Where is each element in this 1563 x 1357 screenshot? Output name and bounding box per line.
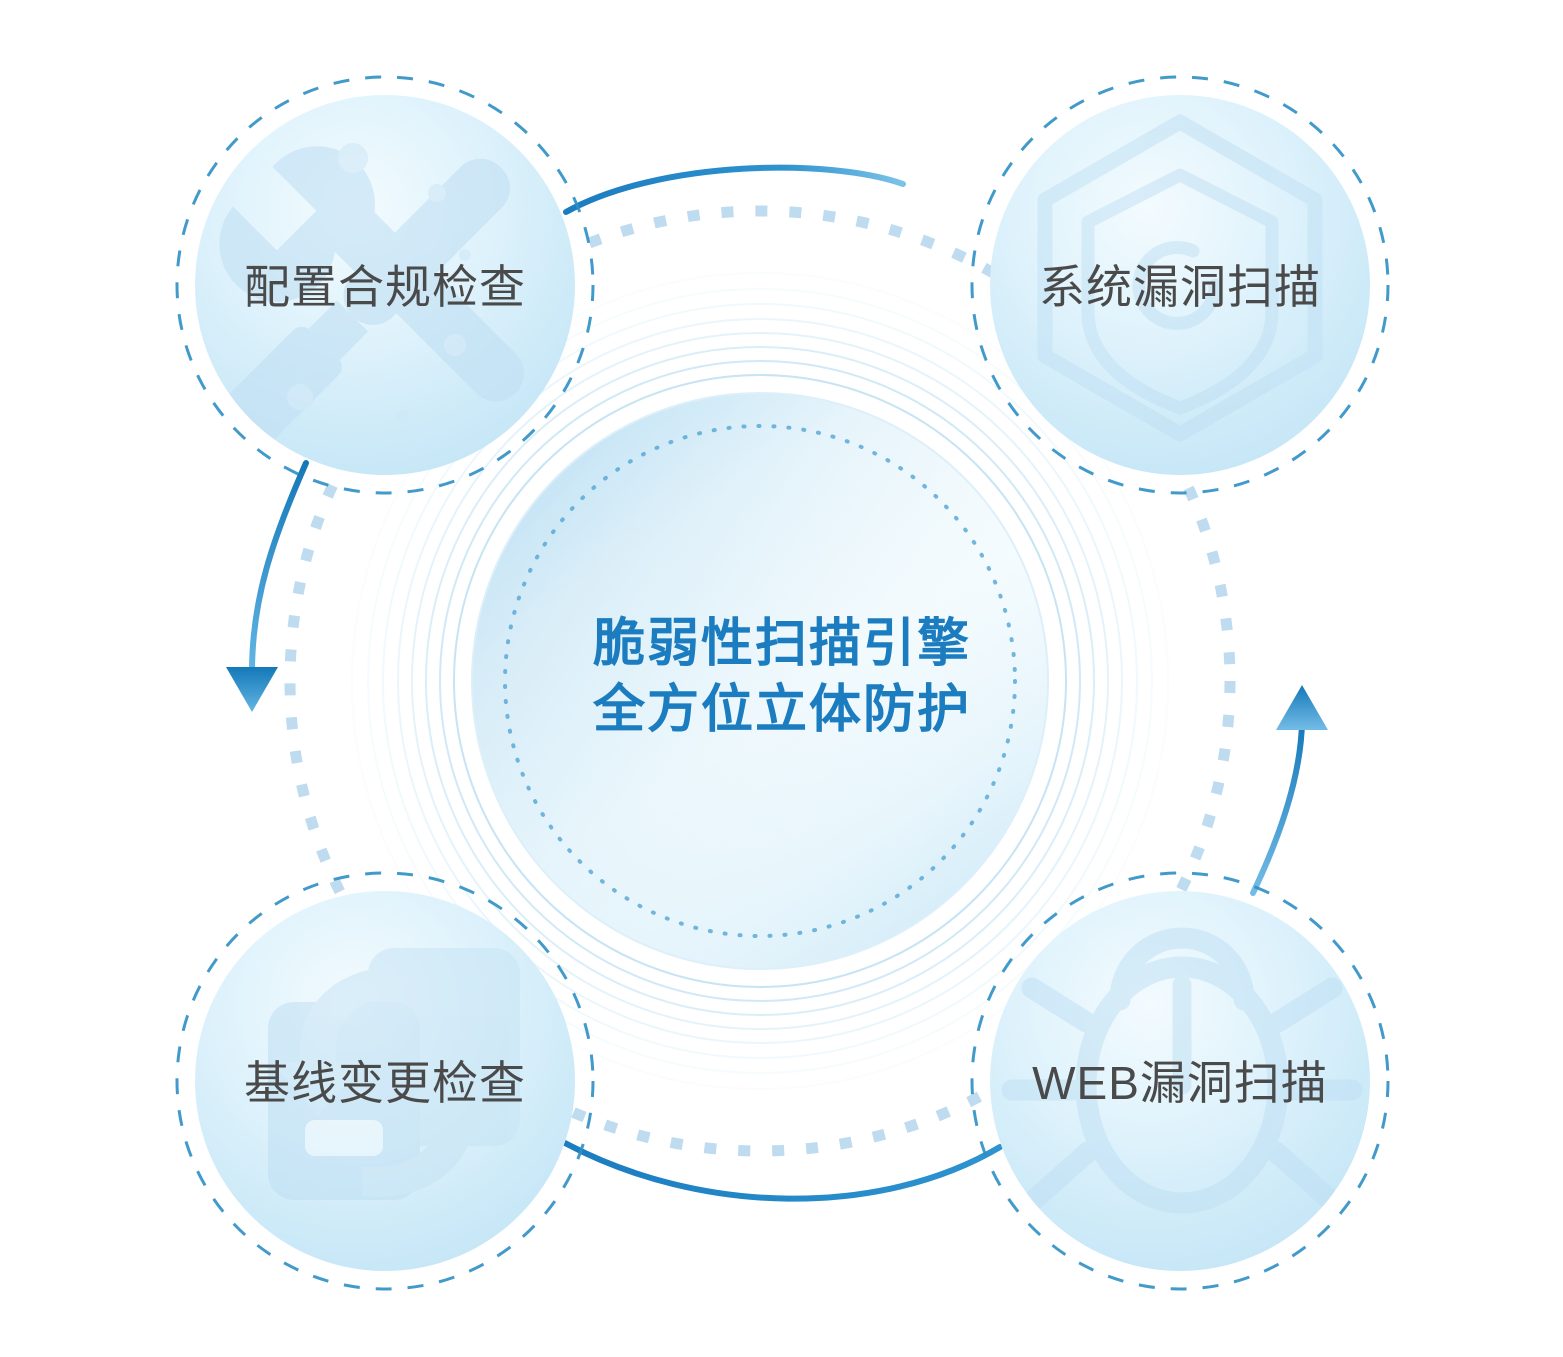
node-dashed-ring: [970, 75, 1390, 495]
connector-bottom-arc: [562, 1140, 1003, 1202]
bug-icon: [1001, 927, 1363, 1214]
node-dashed-ring: [175, 75, 595, 495]
center-concentric-arcs: [351, 272, 1169, 1090]
node-dashed-ring: [175, 871, 595, 1291]
node-web-vulnerability-scan[interactable]: [970, 871, 1390, 1291]
connector-top-arc: [563, 164, 906, 215]
center-hub: [471, 392, 1049, 970]
connector-left-arrow: [226, 460, 309, 712]
wrench-screwdriver-icon: [219, 143, 525, 447]
node-baseline-change-check[interactable]: [175, 871, 595, 1291]
node-system-vulnerability-scan[interactable]: [970, 75, 1390, 495]
center-dotted-ring: [503, 424, 1017, 938]
dotted-orbit-ring: [284, 205, 1236, 1157]
node-dashed-ring: [970, 871, 1390, 1291]
hexagon-shield-icon: [1037, 114, 1323, 442]
connector-right-arrow: [1250, 685, 1328, 896]
document-sync-icon: [268, 948, 520, 1200]
node-config-compliance-check[interactable]: [175, 75, 595, 495]
